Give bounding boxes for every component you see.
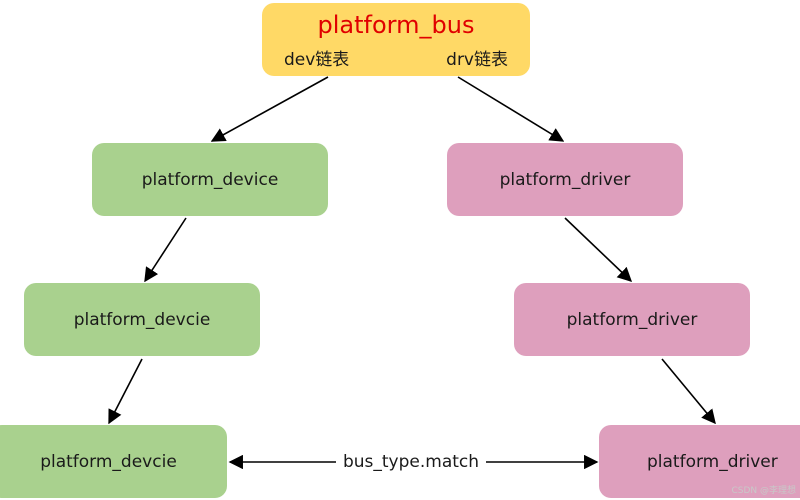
- match-label: bus_type.match: [336, 450, 486, 474]
- driver-node-3-label: platform_driver: [647, 451, 778, 472]
- device-node-2: platform_devcie: [24, 283, 260, 356]
- dev-list-label: dev链表: [284, 50, 350, 70]
- driver-node-2-label: platform_driver: [566, 309, 698, 330]
- arrow-driver-2-to-driver-3: [661, 358, 716, 425]
- arrow-bus-to-device: [210, 76, 329, 142]
- device-node-1: platform_device: [92, 143, 328, 216]
- bus-title: platform_bus: [317, 11, 475, 39]
- drv-list-label: drv链表: [446, 50, 508, 70]
- arrow-device-to-devcie: [144, 217, 187, 283]
- arrow-bus-to-driver: [457, 76, 565, 142]
- arrow-devcie-to-devcie-3: [108, 358, 143, 425]
- device-node-2-label: platform_devcie: [73, 309, 211, 330]
- platform-bus-node: platform_bus dev链表 drv链表: [262, 3, 530, 76]
- driver-node-1: platform_driver: [447, 143, 683, 216]
- driver-node-2: platform_driver: [514, 283, 750, 356]
- device-node-3: platform_devcie: [0, 425, 227, 498]
- device-node-3-label: platform_devcie: [40, 451, 177, 472]
- device-node-1-label: platform_device: [141, 169, 279, 190]
- driver-node-1-label: platform_driver: [499, 169, 631, 190]
- arrow-driver-to-driver-2: [564, 217, 633, 282]
- watermark: CSDN @李理想: [731, 486, 796, 496]
- driver-node-3: platform_driver: [599, 425, 800, 498]
